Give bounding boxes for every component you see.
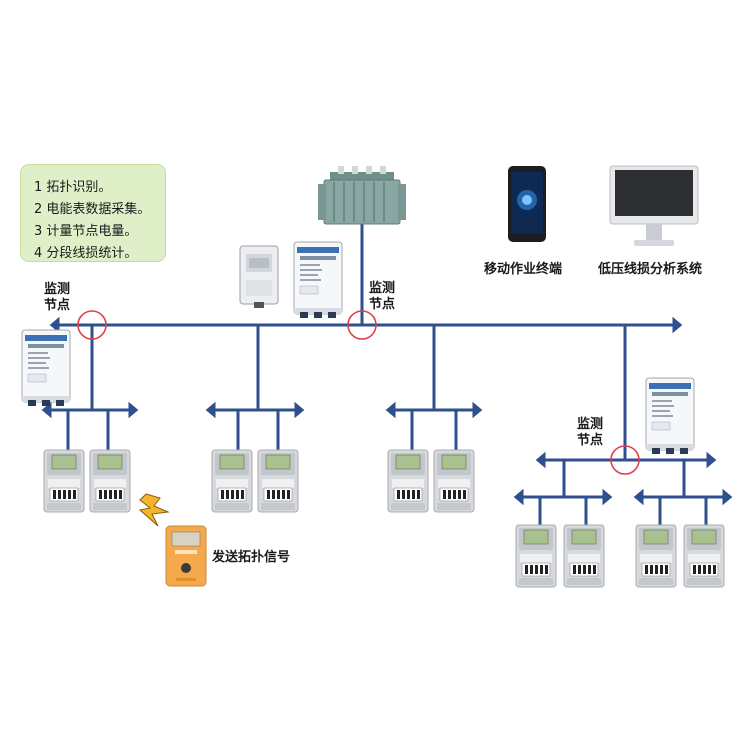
electric-meter-icon [515, 524, 557, 588]
electric-meter-icon [211, 449, 253, 513]
monitor-node-label: 监测 节点 [577, 417, 603, 449]
monitor-node-label-line1: 监测 [369, 281, 396, 296]
desktop-monitor-icon [609, 165, 699, 246]
concentrator-icon [239, 245, 279, 308]
monitor-node-label-line1: 监测 [577, 417, 604, 432]
send-signal-label: 发送拓扑信号 [212, 550, 291, 565]
monitor-node-label: 监测 节点 [44, 282, 70, 314]
branch-4 [513, 451, 733, 525]
electric-meter-icon [89, 449, 131, 513]
electric-meter-icon [635, 524, 677, 588]
monitor-node-label-line2: 节点 [369, 297, 396, 312]
monitor-node-label: 监测 节点 [369, 281, 395, 313]
electric-meter-icon [683, 524, 725, 588]
monitor-node-label-line2: 节点 [44, 298, 71, 313]
note-item: 4 分段线损统计。 [34, 246, 138, 261]
monitor-node-circle [347, 310, 377, 340]
monitor-terminal-icon [645, 377, 695, 455]
feature-notes: 1 拓扑识别。 2 电能表数据采集。 3 计量节点电量。 4 分段线损统计。 [20, 164, 166, 262]
mobile-phone-icon [508, 166, 546, 242]
monitor-node-label-line2: 节点 [577, 433, 604, 448]
note-item: 3 计量节点电量。 [34, 224, 138, 239]
electric-meter-icon [387, 449, 429, 513]
monitor-node-circle [610, 445, 640, 475]
handheld-device-icon [165, 525, 207, 587]
branch-3 [385, 401, 483, 450]
branch-1 [41, 401, 139, 450]
mobile-terminal-label: 移动作业终端 [484, 262, 563, 277]
monitor-node-label-line1: 监测 [44, 282, 71, 297]
analysis-system-label: 低压线损分析系统 [598, 262, 703, 277]
transformer-icon [318, 166, 406, 225]
monitor-terminal-icon [293, 241, 343, 319]
electric-meter-icon [43, 449, 85, 513]
branch-2 [205, 401, 305, 450]
lightning-icon [138, 493, 170, 527]
monitor-node-circle [77, 310, 107, 340]
monitor-terminal-icon [21, 329, 71, 407]
electric-meter-icon [257, 449, 299, 513]
electric-meter-icon [563, 524, 605, 588]
note-item: 1 拓扑识别。 [34, 180, 112, 195]
electric-meter-icon [433, 449, 475, 513]
note-item: 2 电能表数据采集。 [34, 202, 151, 217]
